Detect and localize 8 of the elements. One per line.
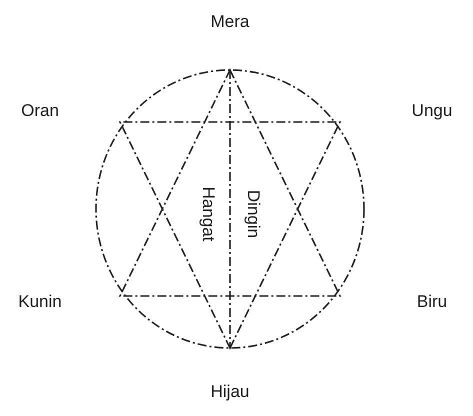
color-label: Hijau — [210, 382, 250, 402]
temperature-label: Hangat — [198, 186, 218, 242]
temperature-label: Dingin — [243, 190, 263, 238]
color-label: Oran — [21, 101, 59, 121]
color-label: Ungu — [412, 101, 452, 121]
color-label: Kunin — [18, 292, 62, 312]
color-label: Mera — [210, 12, 250, 32]
color-label: Biru — [416, 292, 448, 312]
